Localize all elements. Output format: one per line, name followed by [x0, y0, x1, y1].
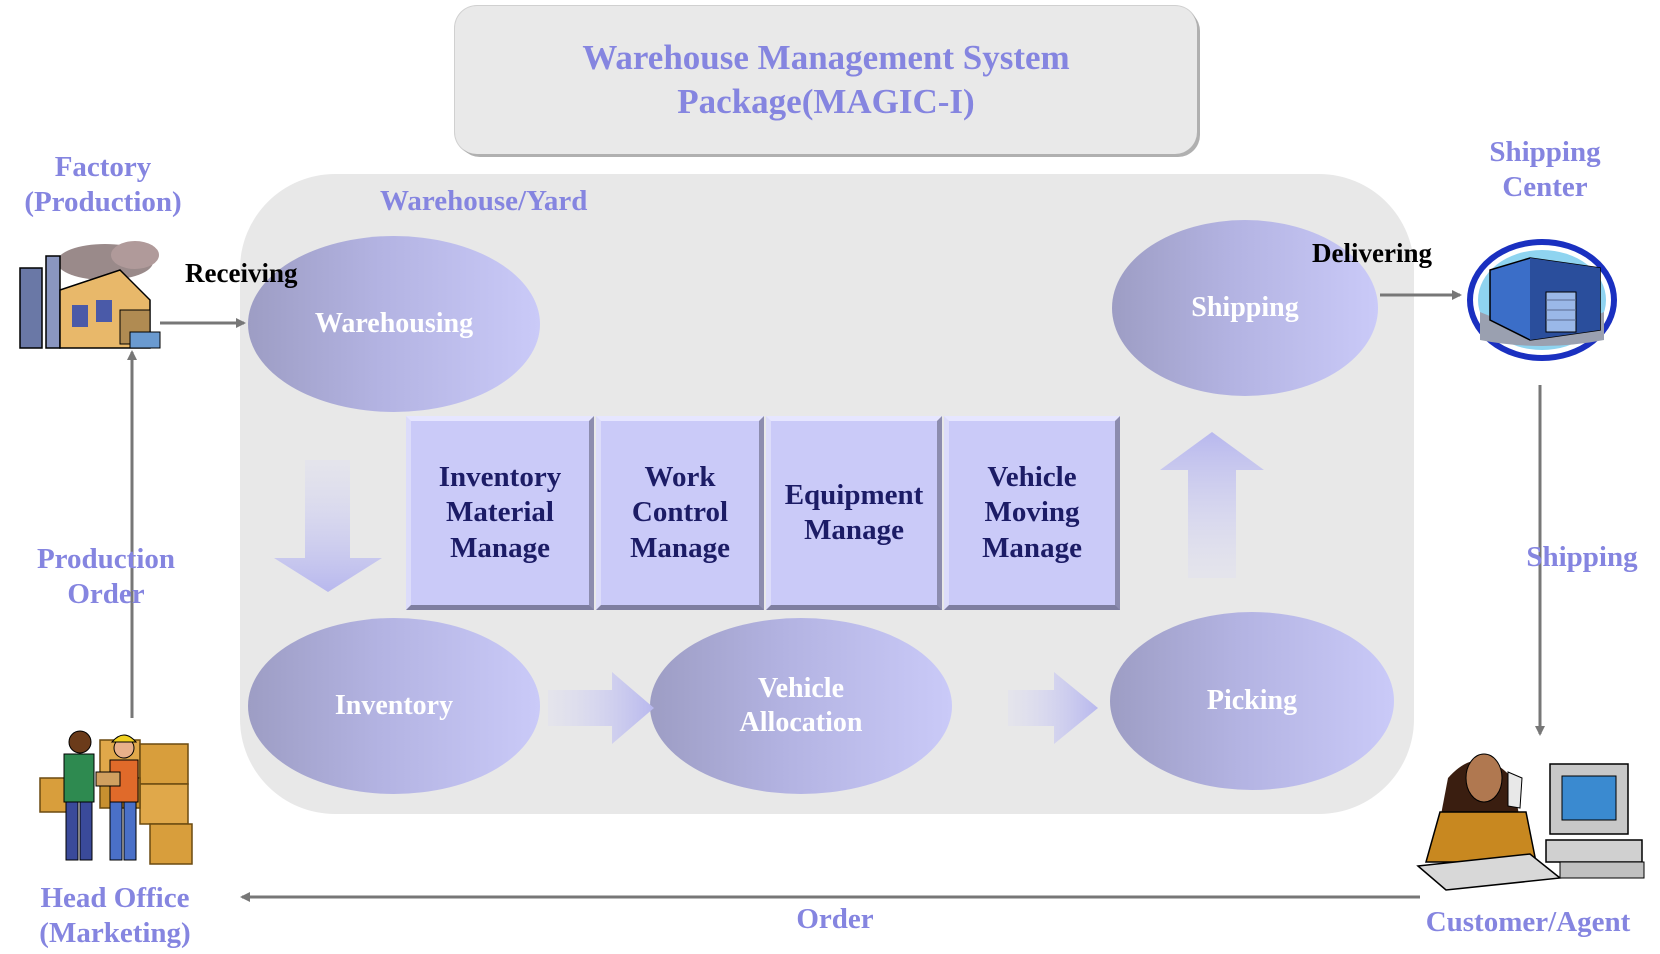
- warehousing-label: Warehousing: [314, 307, 474, 339]
- module-work-control-manage: Work Control Manage: [596, 416, 764, 610]
- module-text: Manage: [982, 531, 1082, 564]
- order-flow-label: Order: [796, 903, 874, 935]
- customer-agent-line1: Customer/Agent: [1425, 906, 1631, 938]
- shipping-flow-label: Shipping: [1526, 541, 1638, 573]
- inventory-process: Inventory: [248, 618, 540, 794]
- module-text: Work: [644, 460, 716, 493]
- module-equipment-manage: Equipment Manage: [766, 416, 942, 610]
- right-block-arrow-1: [548, 672, 654, 744]
- inventory-label: Inventory: [334, 689, 454, 721]
- right-block-arrow-2: [1008, 672, 1098, 744]
- module-text: Material: [446, 496, 554, 529]
- warehouse-yard-label: Warehouse/Yard: [380, 185, 588, 217]
- module-text: Equipment: [784, 478, 924, 511]
- shipping-process-label: Shipping: [1191, 291, 1299, 323]
- module-text: Inventory: [438, 460, 562, 493]
- module-vehicle-moving-manage: Vehicle Moving Manage: [944, 416, 1120, 610]
- delivering-label: Delivering: [1312, 238, 1432, 268]
- picking-label: Picking: [1206, 684, 1298, 716]
- module-text: Manage: [450, 531, 550, 564]
- shipping-process: Shipping: [1112, 220, 1378, 396]
- workers-boxes-icon: [39, 730, 193, 865]
- system-title-line2: Package(MAGIC-I): [677, 82, 975, 121]
- factory-label-line1: Factory: [54, 151, 152, 183]
- production-order-line1: Production: [36, 543, 176, 575]
- factory-label-line2: (Production): [24, 186, 182, 219]
- module-text: Vehicle: [987, 460, 1077, 493]
- vehicle-allocation-process: Vehicle Allocation: [650, 618, 952, 794]
- system-title-line1: Warehouse Management System: [582, 38, 1070, 78]
- picking-process: Picking: [1110, 612, 1394, 790]
- head-office-line2: (Marketing): [39, 917, 191, 950]
- vehicle-allocation-line2: Allocation: [739, 707, 863, 738]
- warehouse-building-icon: [1467, 239, 1617, 361]
- head-office-label: Head Office (Marketing): [20, 881, 210, 952]
- module-inventory-material-manage: Inventory Material Manage: [406, 416, 594, 610]
- down-block-arrow: [274, 460, 382, 592]
- production-order-label: Production Order: [16, 542, 196, 613]
- production-order-line2: Order: [67, 578, 145, 611]
- vehicle-allocation-line1: Vehicle: [757, 672, 845, 704]
- module-text: Control: [631, 496, 729, 529]
- customer-agent-label: Customer/Agent: [1408, 905, 1648, 940]
- up-block-arrow: [1160, 432, 1264, 578]
- module-text: Manage: [804, 514, 904, 546]
- customer-phone-computer-icon: [1416, 753, 1645, 891]
- warehousing-process: Warehousing: [248, 236, 540, 412]
- module-text: Moving: [984, 496, 1080, 529]
- shipping-center-label: Shipping Center: [1460, 135, 1630, 206]
- shipping-center-line2: Center: [1502, 171, 1588, 204]
- shipping-center-line1: Shipping: [1489, 136, 1601, 168]
- system-title-box: Warehouse Management System Package(MAGI…: [455, 6, 1197, 154]
- receiving-label: Receiving: [185, 258, 298, 288]
- factory-label: Factory (Production): [8, 150, 198, 221]
- head-office-line1: Head Office: [40, 882, 190, 914]
- factory-icon: [19, 241, 161, 349]
- module-text: Manage: [630, 531, 730, 564]
